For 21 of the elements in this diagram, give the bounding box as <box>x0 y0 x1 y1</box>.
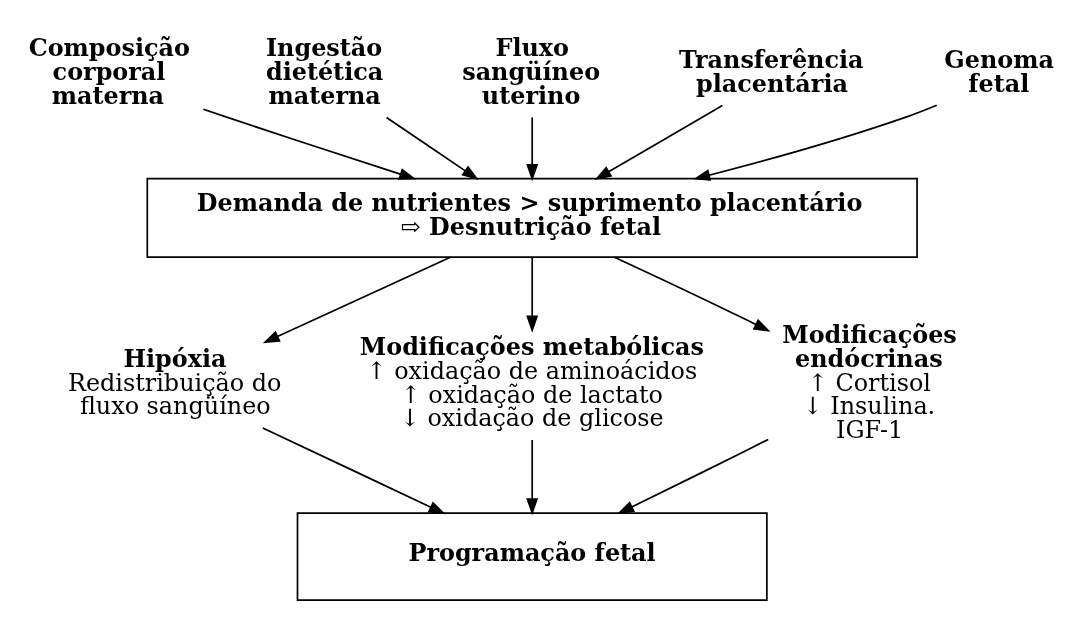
arrow <box>693 104 938 181</box>
node-text: Ingestão dietética materna <box>265 34 384 110</box>
node-text: Modificações endócrinas ↑ Cortisol ↓ Insulina. IGF-1 <box>782 320 957 445</box>
arrow <box>262 256 452 344</box>
node-box: Demanda de nutrientes > suprimento placentário ⇨ Desnutrição fetal <box>146 177 918 258</box>
arrow <box>613 256 771 332</box>
arrow <box>385 116 479 180</box>
node-text: Modificações metabólicas ↑ oxidação de aminoácidos ↑ oxidação de lactato ↓ oxidação de glicose <box>359 332 704 433</box>
arrow <box>261 427 446 515</box>
arrow <box>526 256 539 333</box>
arrow <box>526 439 539 516</box>
node-box: Programação fetal <box>296 512 768 602</box>
arrow <box>594 104 724 180</box>
node-text: Transferência placentária <box>678 46 864 98</box>
arrow <box>617 438 770 515</box>
node-text: Genoma fetal <box>944 46 1054 98</box>
arrow <box>526 116 539 182</box>
node-text: Fluxo sangüíneo uterino <box>462 34 601 110</box>
arrow <box>202 108 417 180</box>
node-text: Hipóxia Redistribuição do fluxo sangüíneo <box>67 344 282 421</box>
node-text: Composição corporal materna <box>28 34 190 110</box>
